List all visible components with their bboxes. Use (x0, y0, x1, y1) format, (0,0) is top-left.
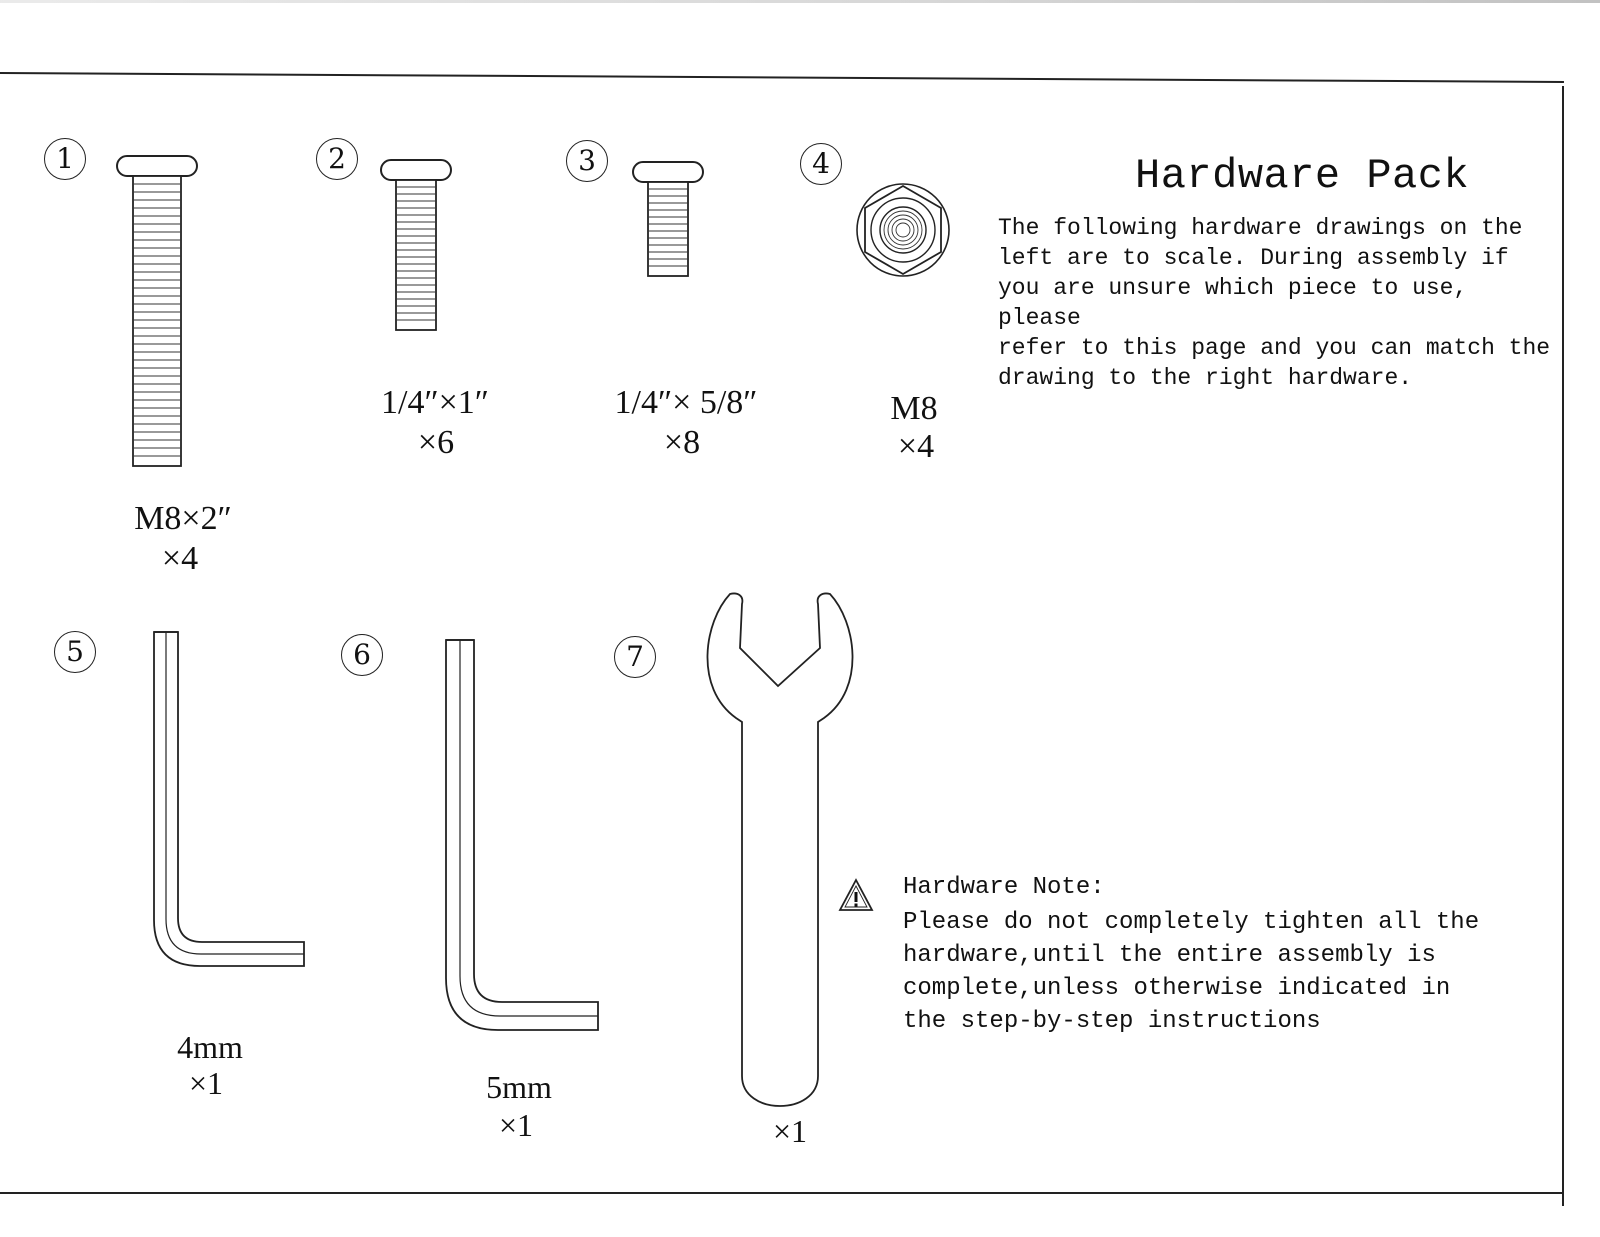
item-number-3: 3 (566, 140, 608, 182)
item-number-1: 1 (44, 138, 86, 180)
hardware-note-title: Hardware Note: (903, 874, 1105, 901)
frame-bottom-line (0, 1192, 1564, 1194)
item-qty-5: ×1 (188, 1065, 224, 1101)
item-size-2: 1/4″×1″ (381, 384, 489, 421)
frame-top-line (0, 72, 1564, 84)
item-qty-7: ×1 (772, 1113, 808, 1149)
item-number-5: 5 (54, 631, 96, 673)
allen-key-4mm-icon (153, 631, 305, 967)
item-qty-4: ×4 (897, 428, 935, 465)
item-size-1: M8×2″ (134, 500, 232, 537)
frame-right-line (1562, 86, 1564, 1206)
item-number-4: 4 (800, 143, 842, 185)
bolt-quarter-5-8in-icon (632, 161, 704, 277)
item-number-2: 2 (316, 138, 358, 180)
hardware-pack-title: Hardware Pack (1135, 152, 1470, 200)
warning-triangle-icon (838, 878, 874, 911)
item-size-4: M8 (890, 390, 938, 427)
item-size-6: 5mm (486, 1069, 552, 1105)
item-qty-2: ×6 (417, 424, 455, 461)
bolt-quarter-1in-icon (380, 159, 452, 331)
hardware-pack-description: The following hardware drawings on the l… (998, 215, 1551, 391)
bolt-m8-2in-icon (116, 155, 198, 467)
item-number-7: 7 (614, 636, 656, 678)
scan-edge (0, 0, 1600, 3)
allen-key-5mm-icon (445, 639, 599, 1031)
item-qty-1: ×4 (161, 540, 199, 577)
hardware-note-body: Please do not completely tighten all the… (903, 909, 1480, 1035)
item-qty-3: ×8 (663, 424, 701, 461)
wrench-icon (706, 592, 854, 1107)
item-number-6: 6 (341, 634, 383, 676)
lock-nut-m8-icon (856, 183, 950, 277)
item-qty-6: ×1 (498, 1107, 534, 1143)
item-size-3: 1/4″× 5/8″ (614, 384, 758, 421)
item-size-5: 4mm (177, 1029, 243, 1065)
